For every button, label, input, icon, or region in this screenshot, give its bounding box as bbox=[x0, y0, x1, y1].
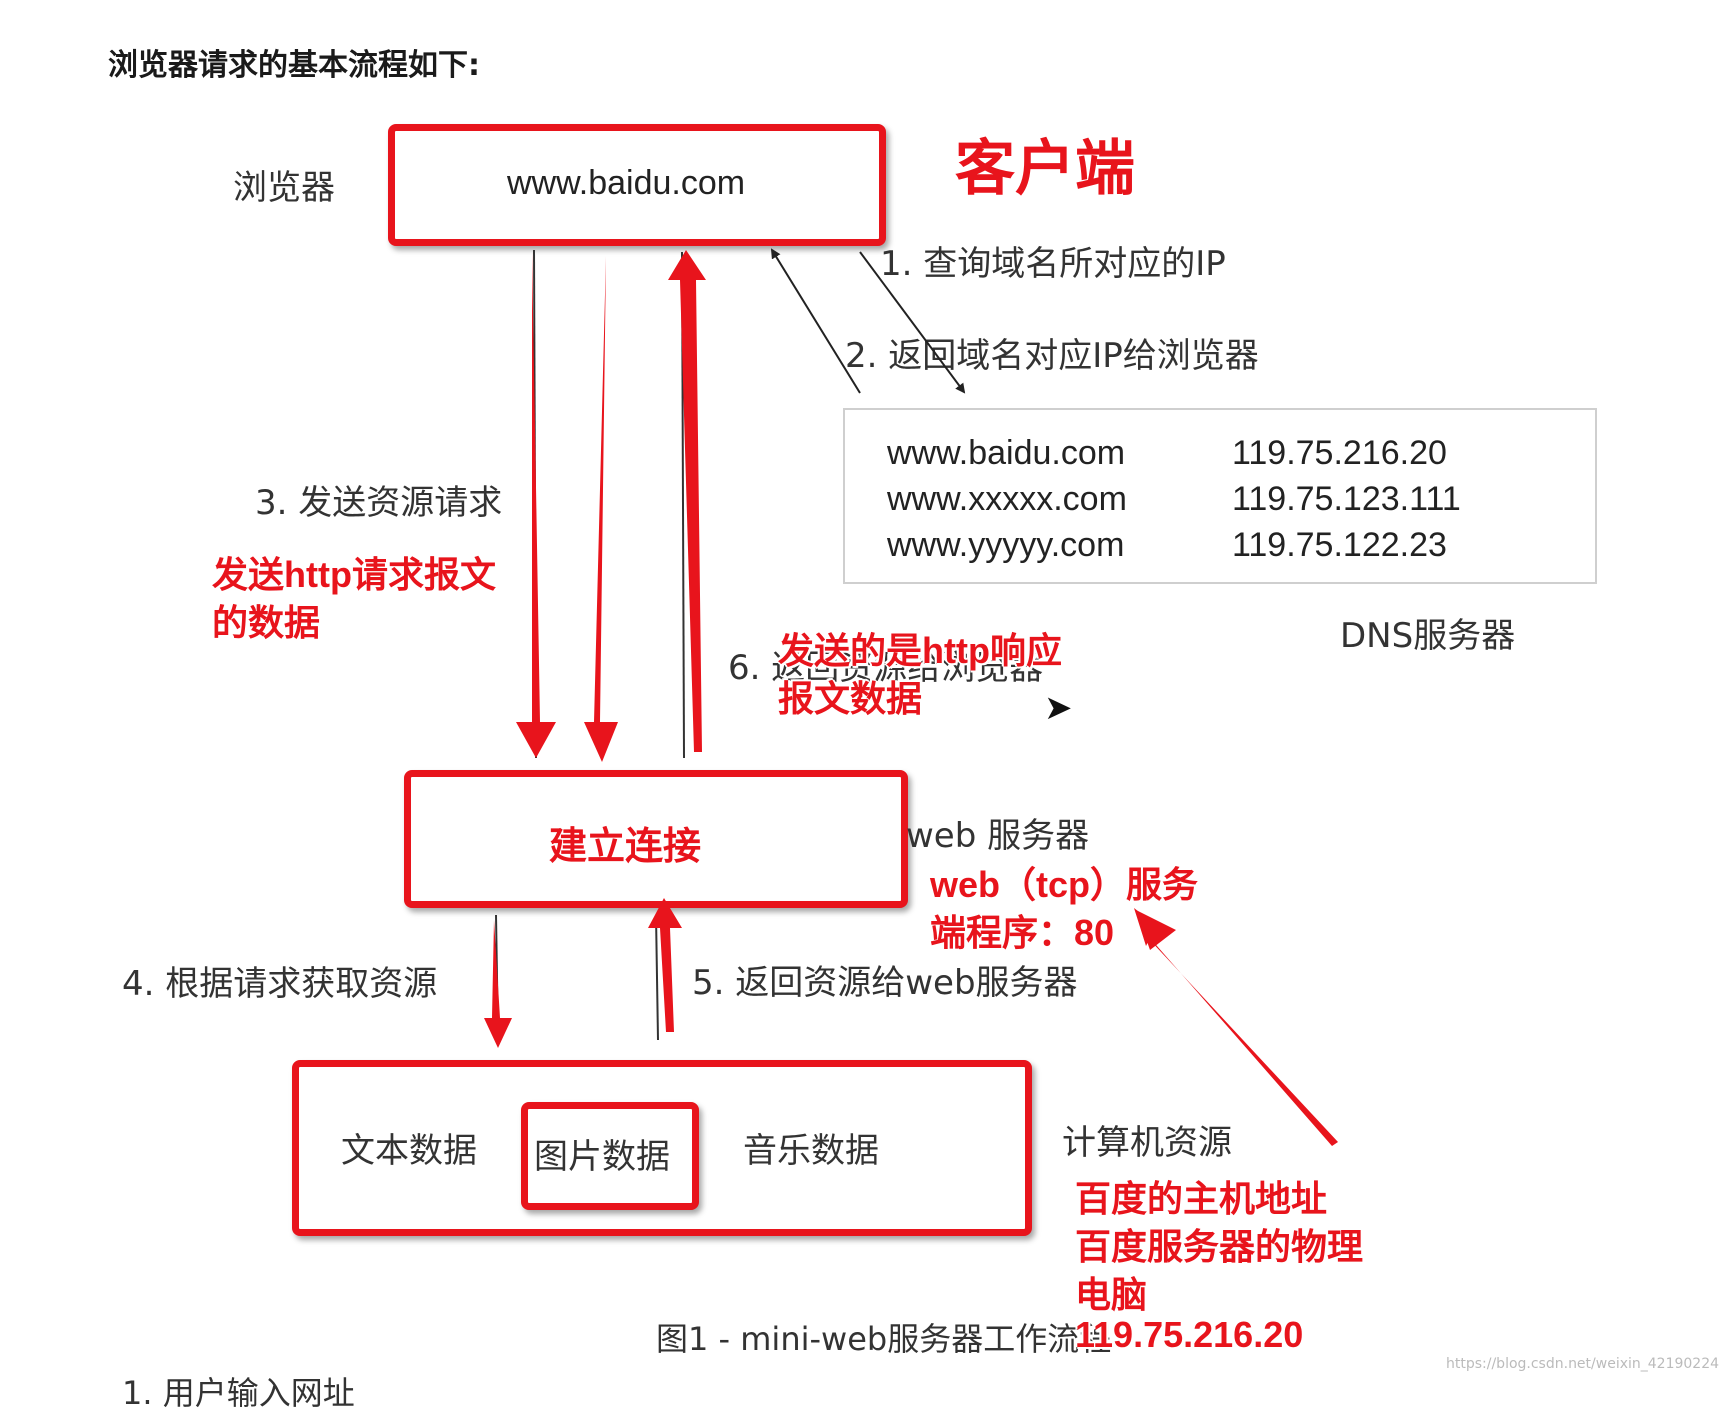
connect-label: 建立连接 bbox=[549, 826, 702, 868]
resources-label: 计算机资源 bbox=[1062, 1123, 1232, 1163]
host-note-line4: 119.75.216.20 bbox=[1075, 1314, 1304, 1355]
web-tcp-note-line2: 端程序：80 bbox=[930, 912, 1115, 953]
browser-box: www.baidu.com bbox=[388, 124, 886, 246]
mouse-cursor-icon: ➤ bbox=[1044, 688, 1073, 728]
dns-domain-1: www.baidu.com bbox=[887, 434, 1126, 472]
resource-image-box: 图片数据 bbox=[521, 1102, 699, 1210]
step-5-label: 5. 返回资源给web服务器 bbox=[692, 963, 1078, 1003]
web-connection-box: 建立连接 bbox=[404, 770, 908, 908]
resource-text-data: 文本数据 bbox=[341, 1131, 477, 1171]
request-arrow-2 bbox=[584, 256, 618, 762]
resource-music-data: 音乐数据 bbox=[743, 1131, 879, 1171]
dns-ip-2: 119.75.123.111 bbox=[1232, 480, 1461, 518]
step-4-label: 4. 根据请求获取资源 bbox=[122, 964, 438, 1004]
dns-ip-1: 119.75.216.20 bbox=[1232, 434, 1447, 472]
step-3-label: 3. 发送资源请求 bbox=[255, 483, 503, 523]
host-note-line1: 百度的主机地址 bbox=[1075, 1178, 1328, 1219]
response-note-line2: 报文数据 bbox=[778, 678, 923, 719]
figure-caption: 图1 - mini-web服务器工作流程 bbox=[656, 1320, 1112, 1358]
step-1-label: 1. 查询域名所对应的IP bbox=[880, 244, 1226, 284]
host-pointer-arrow bbox=[1134, 908, 1338, 1146]
return-arrow bbox=[648, 898, 682, 1032]
resource-image-data: 图片数据 bbox=[534, 1137, 670, 1177]
dns-domain-3: www.yyyyy.com bbox=[887, 526, 1125, 564]
resources-box: 文本数据 图片数据 音乐数据 bbox=[292, 1060, 1032, 1236]
dns-domain-2: www.xxxxx.com bbox=[887, 480, 1127, 518]
browser-url: www.baidu.com bbox=[507, 164, 746, 202]
web-tcp-note-line1: web（tcp）服务 bbox=[930, 864, 1199, 905]
watermark: https://blog.csdn.net/weixin_42190224 bbox=[1446, 1356, 1720, 1372]
request-note-line2: 的数据 bbox=[212, 602, 321, 643]
client-note: 客户端 bbox=[955, 135, 1135, 202]
dns-response-arrow bbox=[770, 248, 861, 394]
response-note-line1: 发送的是http响应 bbox=[778, 630, 1062, 671]
dns-table: www.baidu.com 119.75.216.20 www.xxxxx.co… bbox=[843, 408, 1597, 584]
arrows-layer bbox=[484, 248, 1338, 1146]
web-server-label: web 服务器 bbox=[906, 816, 1090, 856]
response-arrow bbox=[668, 250, 706, 752]
step-6-label: 6. 返回资源给浏览器 bbox=[728, 648, 1044, 688]
browser-label: 浏览器 bbox=[233, 168, 335, 208]
step-2-label: 2. 返回域名对应IP给浏览器 bbox=[845, 336, 1259, 376]
host-note-line3: 电脑 bbox=[1075, 1274, 1148, 1315]
dns-query-arrow bbox=[859, 251, 966, 394]
dns-server-label: DNS服务器 bbox=[1340, 616, 1516, 656]
host-note-line2: 百度服务器的物理 bbox=[1075, 1226, 1364, 1267]
host-pointer-arrowhead bbox=[1136, 910, 1176, 950]
page-heading: 浏览器请求的基本流程如下: bbox=[108, 48, 480, 83]
fetch-arrow bbox=[484, 920, 512, 1048]
dns-ip-3: 119.75.122.23 bbox=[1232, 526, 1447, 564]
request-note-line1: 发送http请求报文 bbox=[212, 554, 496, 595]
return-line bbox=[655, 914, 659, 1041]
request-arrow-1 bbox=[516, 252, 556, 758]
